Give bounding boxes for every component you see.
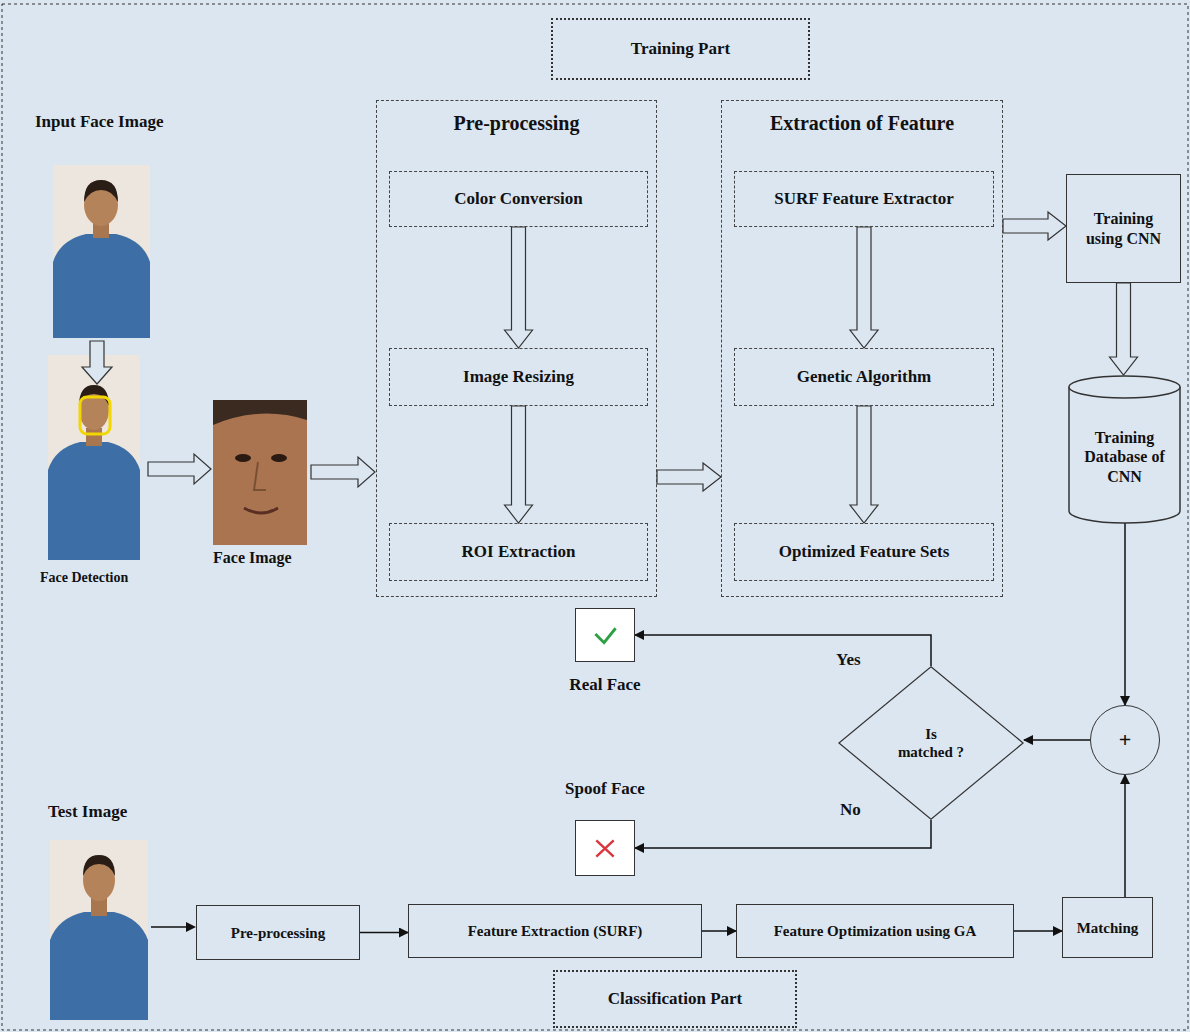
node-text: Color Conversion (454, 189, 583, 209)
edge-label: Yes (834, 650, 863, 670)
node-text: Feature Extraction (SURF) (468, 922, 643, 940)
page-frame (2, 4, 1188, 1030)
process-box: Training using CNN (1066, 174, 1181, 283)
image-caption: Face Detection (40, 570, 128, 586)
block-arrow (1003, 212, 1066, 240)
flow-arrow (360, 932, 408, 934)
decision-diamond: Is matched ? (838, 666, 1024, 820)
cross-mark (576, 821, 634, 875)
node-text: + (1119, 727, 1132, 753)
node-text: Training Part (631, 39, 730, 59)
node-text: Matching (1077, 919, 1139, 937)
face-crop (213, 400, 307, 545)
node-text: ROI Extraction (462, 542, 576, 562)
diamond-outline (838, 666, 1024, 820)
result-box: Spoof Face (575, 820, 635, 876)
node-text: Is matched ? (896, 725, 966, 761)
flow-arrow (635, 820, 931, 848)
result-label: Real Face (569, 675, 640, 695)
image-caption: Test Image (48, 802, 127, 822)
node-text: Pre-processing (231, 924, 325, 942)
flow-arrow (1024, 739, 1090, 741)
node-text: Classification Part (608, 989, 743, 1009)
process-box: Feature Extraction (SURF) (408, 904, 702, 958)
block-arrow (850, 406, 878, 523)
edge-label: No (838, 800, 863, 820)
process-box: Feature Optimization using GA (736, 904, 1014, 958)
detection-photo (48, 355, 140, 560)
block-arrow (82, 341, 112, 384)
arrowhead (186, 922, 196, 932)
process-box: Genetic Algorithm (734, 348, 994, 406)
node-text: Feature Optimization using GA (774, 922, 977, 940)
process-box: Color Conversion (389, 171, 648, 227)
result-box: Real Face (575, 608, 635, 662)
node-text: Training Database of CNN (1083, 428, 1167, 486)
flow-arrow (702, 930, 736, 932)
database-cylinder: Training Database of CNN (1068, 375, 1181, 523)
result-label: Spoof Face (565, 779, 645, 799)
node-text: Image Resizing (463, 367, 574, 387)
block-arrow (505, 406, 533, 523)
process-box: SURF Feature Extractor (734, 171, 994, 227)
block-arrow (1110, 283, 1138, 375)
process-box: Pre-processing (196, 905, 360, 960)
block-arrow (505, 227, 533, 348)
node-text: Genetic Algorithm (797, 367, 932, 387)
node-text: Optimized Feature Sets (779, 542, 950, 562)
process-box: Matching (1062, 897, 1153, 958)
block-arrow (657, 463, 721, 491)
stage-group: Extraction of FeatureSURF Feature Extrac… (721, 100, 1003, 597)
block-arrow (850, 227, 878, 348)
flow-arrow (1124, 775, 1126, 897)
section-title: Training Part (551, 18, 810, 80)
node-text: Pre-processing (454, 111, 580, 135)
image-caption: Input Face Image (35, 112, 163, 132)
stage-group: Pre-processingColor ConversionImage Resi… (376, 100, 657, 597)
process-box: Optimized Feature Sets (734, 523, 994, 581)
check-mark (576, 609, 634, 661)
section-title: Classification Part (553, 970, 797, 1028)
block-arrow (148, 454, 211, 484)
sum-circle: + (1090, 705, 1160, 775)
input-arrow (151, 926, 188, 928)
block-arrow (311, 457, 375, 487)
input-photo (53, 165, 150, 338)
flow-arrow (1124, 523, 1126, 705)
test-photo (50, 840, 148, 1020)
flow-arrow (635, 635, 931, 666)
node-text: SURF Feature Extractor (774, 189, 953, 209)
node-text: Training using CNN (1084, 209, 1164, 247)
image-caption: Face Image (213, 549, 292, 567)
node-text: Extraction of Feature (770, 111, 954, 135)
flow-arrow (1014, 930, 1062, 932)
process-box: ROI Extraction (389, 523, 648, 581)
process-box: Image Resizing (389, 348, 648, 406)
